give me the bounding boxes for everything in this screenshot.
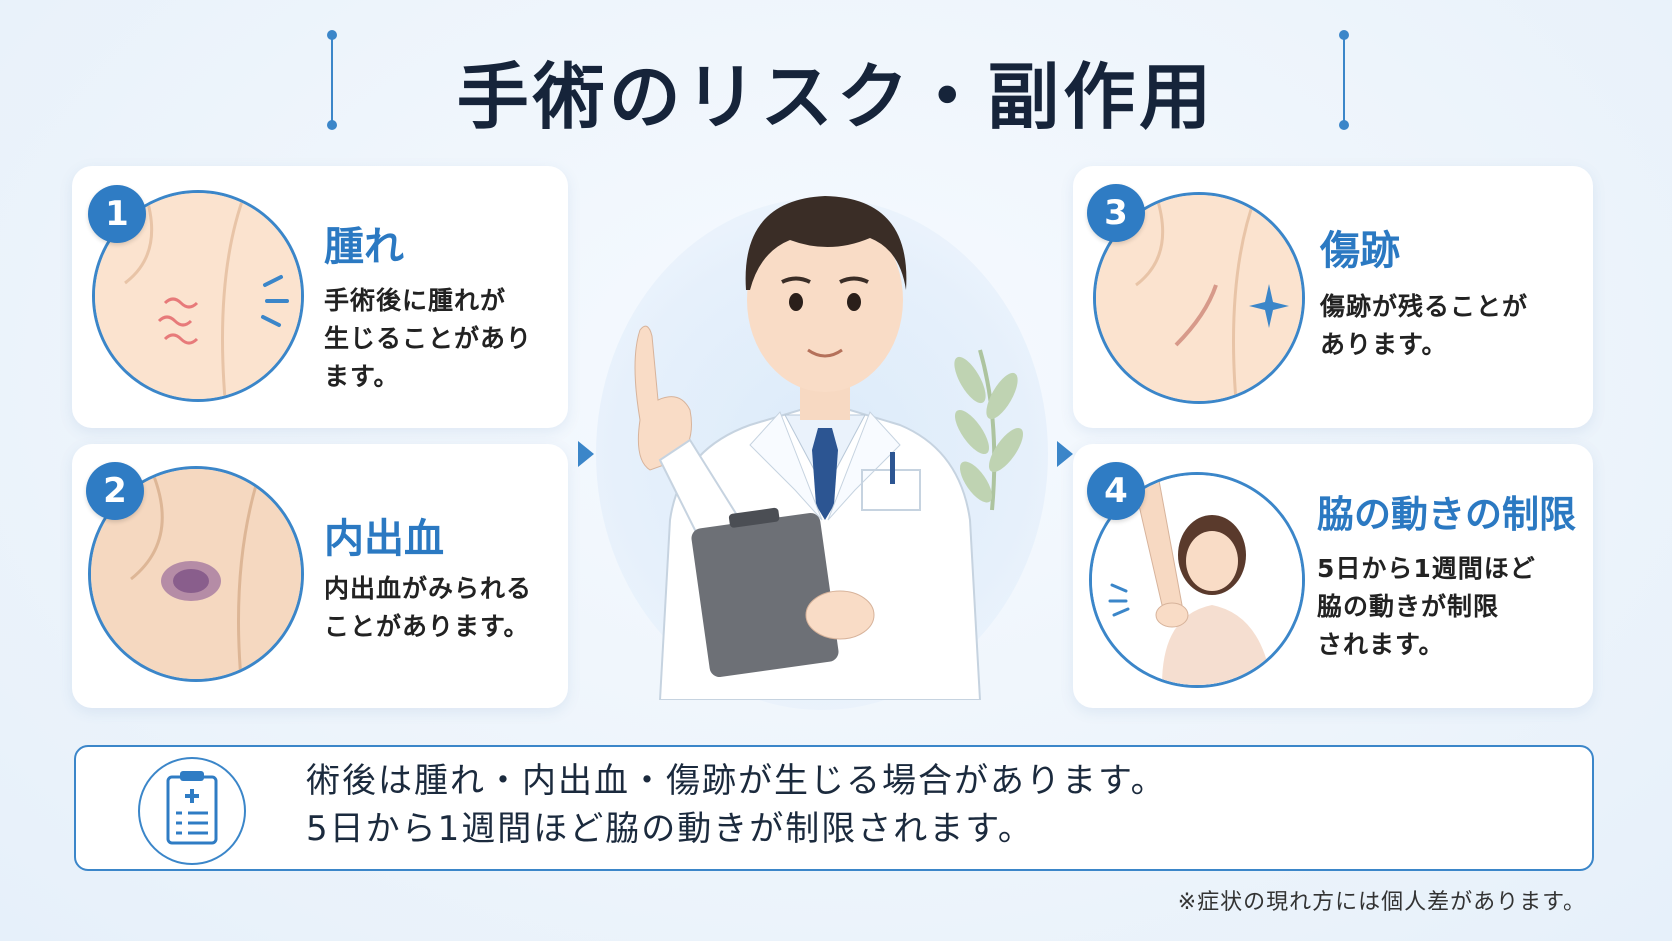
doctor-illustration <box>634 196 1024 700</box>
card-title: 内出血 <box>324 516 444 562</box>
footnote: ※症状の現れ方には個人差があります。 <box>1177 890 1586 915</box>
page-title: 手術のリスク・副作用 <box>456 55 1216 139</box>
card-description: 5日から1週間ほど 脇の動きが制限 されます。 <box>1317 554 1536 659</box>
arrow-left-icon <box>578 441 594 467</box>
card-title: 脇の動きの制限 <box>1317 493 1576 536</box>
number-badge: 3 <box>1087 184 1145 242</box>
card-title: 腫れ <box>324 224 404 270</box>
risk-card-scar: 傷跡 傷跡が残ることが あります。 <box>1073 166 1593 428</box>
summary-box: 術後は腫れ・内出血・傷跡が生じる場合があります。 5日から1週間ほど脇の動きが制… <box>74 745 1594 871</box>
card-description: 内出血がみられる ことがあります。 <box>324 574 533 641</box>
clipboard-medical-icon <box>138 757 246 865</box>
bruise-icon <box>91 469 301 679</box>
number-badge: 4 <box>1087 462 1145 520</box>
leaf-branch-icon <box>954 349 1024 511</box>
card-description: 手術後に腫れが 生じることがあり ます。 <box>324 286 533 391</box>
summary-text: 術後は腫れ・内出血・傷跡が生じる場合があります。 5日から1週間ほど脇の動きが制… <box>306 761 1167 849</box>
title-decoration-right <box>1339 30 1349 130</box>
number-badge: 2 <box>86 462 144 520</box>
risk-card-swelling: 腫れ 手術後に腫れが 生じることがあり ます。 <box>72 166 568 428</box>
arrow-right-icon <box>1057 441 1073 467</box>
card-title: 傷跡 <box>1320 228 1400 274</box>
card-description: 傷跡が残ることが あります。 <box>1320 292 1529 359</box>
risk-card-bruise: 内出血 内出血がみられる ことがあります。 <box>72 444 568 708</box>
risk-card-arm-restriction: 脇の動きの制限 5日から1週間ほど 脇の動きが制限 されます。 <box>1073 444 1593 708</box>
number-badge: 1 <box>88 185 146 243</box>
title-decoration-left <box>327 30 337 130</box>
sparkle-icon <box>1249 284 1289 328</box>
